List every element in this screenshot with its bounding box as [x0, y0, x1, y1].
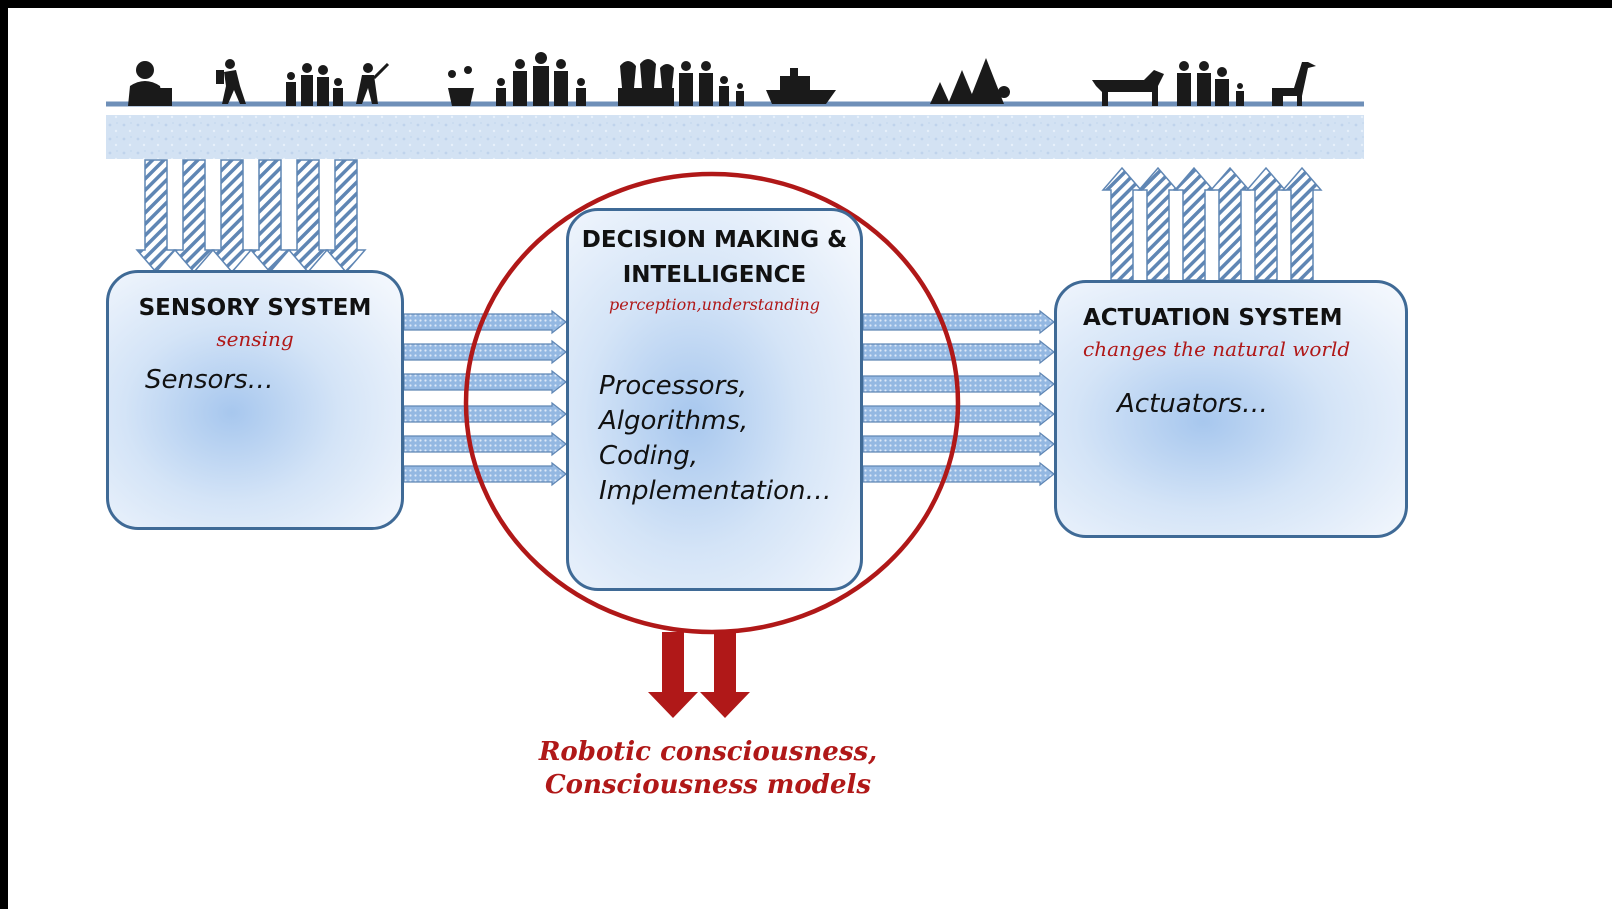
ship-icon [766, 68, 836, 104]
family-with-adults-icon [496, 52, 586, 106]
dotted-right-arrow [403, 339, 567, 365]
dotted-right-arrow [862, 431, 1055, 457]
sensory-system-subtitle: sensing [216, 327, 294, 351]
actuation-system-box: ACTUATION SYSTEM changes the natural wor… [1054, 280, 1408, 538]
cow-icon [1092, 70, 1164, 106]
tulips-icon [618, 59, 674, 106]
diagram-graphics [106, 52, 1364, 718]
dotted-right-arrow [862, 309, 1055, 335]
conclusion-line: Consciousness models [544, 770, 872, 800]
conclusion-line: Robotic consciousness, [538, 737, 878, 767]
decision-making-title: DECISION MAKING & INTELLIGENCE [581, 227, 848, 288]
hatched-up-arrow [1245, 166, 1287, 281]
world-ground-strip [106, 115, 1364, 159]
consciousness-conclusion: Robotic consciousness, Consciousness mod… [468, 736, 948, 802]
hatched-down-arrow [135, 159, 177, 274]
actuation-output-arrows [1101, 166, 1323, 281]
consciousness-circle [463, 171, 961, 635]
dotted-right-arrow [862, 461, 1055, 487]
hatched-down-arrow [211, 159, 253, 274]
person-at-desk-icon [128, 61, 172, 106]
actuation-system-subtitle: changes the natural world [1083, 337, 1351, 361]
dotted-right-arrow [403, 401, 567, 427]
decision-to-actuation-arrows [862, 309, 1055, 487]
hatched-down-arrow [249, 159, 291, 274]
dotted-right-arrow [862, 339, 1055, 365]
diagram-canvas: SENSORY SYSTEM sensing Sensors… DECISION… [8, 8, 1612, 909]
actuation-system-title: ACTUATION SYSTEM [1083, 305, 1343, 331]
sensory-system-title: SENSORY SYSTEM [138, 295, 372, 321]
hatched-down-arrow [173, 159, 215, 274]
family-icon [286, 63, 343, 106]
decision-making-box: DECISION MAKING & INTELLIGENCE perceptio… [566, 208, 863, 591]
giraffe-icon [1272, 62, 1316, 106]
decision-body-line: Processors, [599, 371, 748, 401]
red-down-arrow [648, 632, 698, 718]
decision-body-line: Coding, [599, 441, 699, 471]
dotted-right-arrow [403, 309, 567, 335]
decision-body-line: Implementation… [599, 476, 832, 506]
decision-making-subtitle: perception,understanding [609, 295, 820, 314]
sensory-system-body: Sensors… [145, 365, 274, 395]
sensing-input-arrows [135, 159, 367, 274]
family-icon [1177, 61, 1244, 106]
golfer-icon [356, 62, 390, 104]
flower-pot-icon [448, 66, 474, 106]
hiker-icon [216, 59, 246, 104]
sensory-to-decision-arrows [403, 309, 567, 487]
dotted-right-arrow [403, 431, 567, 457]
sensory-system-box: SENSORY SYSTEM sensing Sensors… [106, 270, 404, 530]
hatched-up-arrow [1281, 166, 1323, 281]
family-icon [679, 61, 744, 106]
hatched-up-arrow [1137, 166, 1179, 281]
dotted-right-arrow [403, 461, 567, 487]
world-icons [128, 52, 1316, 106]
decision-making-body: Processors, Algorithms, Coding, Implemen… [599, 369, 831, 509]
decision-body-line: Algorithms, [599, 406, 749, 436]
trees-icon [930, 58, 1010, 104]
consciousness-output-arrows [648, 632, 750, 718]
hatched-down-arrow [325, 159, 367, 274]
dotted-right-arrow [403, 369, 567, 395]
hatched-up-arrow [1209, 166, 1251, 281]
hatched-up-arrow [1173, 166, 1215, 281]
hatched-up-arrow [1101, 166, 1143, 281]
hatched-down-arrow [287, 159, 329, 274]
red-down-arrow [700, 632, 750, 718]
actuation-system-body: Actuators… [1117, 389, 1269, 419]
